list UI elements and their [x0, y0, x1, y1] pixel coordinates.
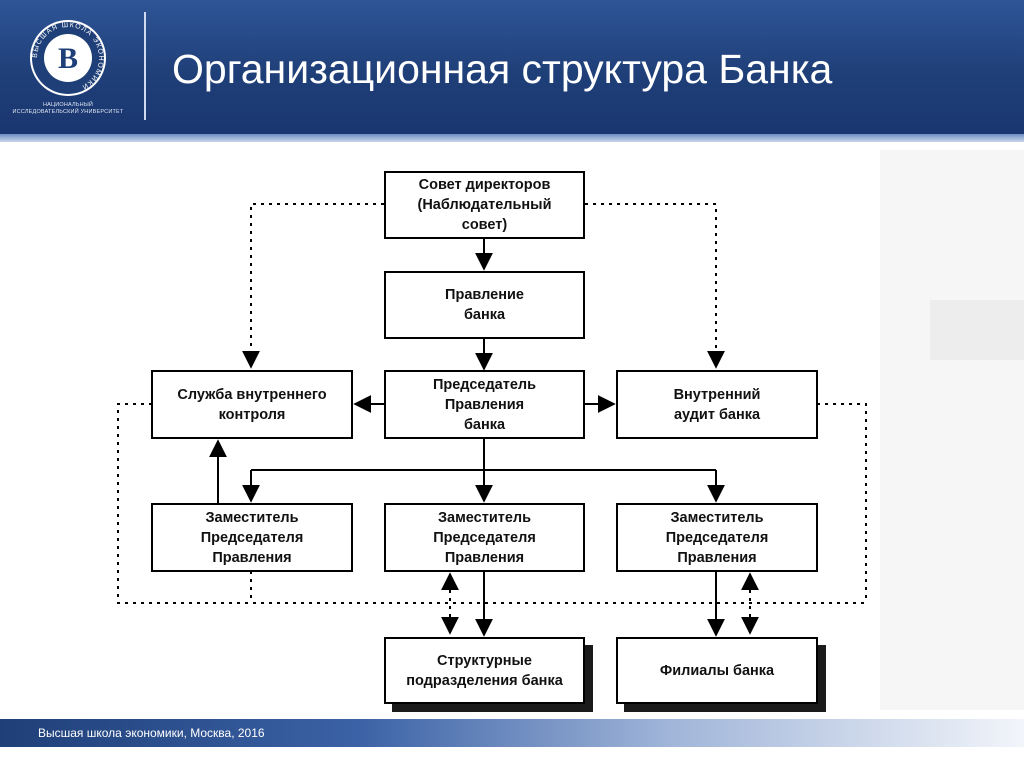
chairman-box: Председатель Правления банка [384, 370, 585, 439]
hse-logo-icon: ВЫСШАЯ ШКОЛА ЭКОНОМИКИ В [30, 20, 106, 96]
footer-text: Высшая школа экономики, Москва, 2016 [38, 726, 265, 740]
svg-text:В: В [58, 42, 78, 75]
dotted-control-bottom [117, 403, 866, 604]
background-decoration [880, 150, 1024, 710]
board-of-directors-box: Совет директоров (Наблюдательный совет) [384, 171, 585, 239]
deputy-right-box: Заместитель Председателя Правления [616, 503, 818, 572]
dotted-board-audit [585, 203, 725, 369]
internal-control-box: Служба внутреннего контроля [151, 370, 353, 439]
deputy-left-box: Заместитель Председателя Правления [151, 503, 353, 572]
background-decoration [930, 300, 1024, 360]
branches-box: Филиалы банка [616, 637, 818, 704]
deputy-center-box: Заместитель Председателя Правления [384, 503, 585, 572]
dotted-audit-bottom [817, 403, 867, 603]
page-title: Организационная структура Банка [172, 46, 833, 92]
structural-divisions-box: Структурные подразделения банка [384, 637, 585, 704]
header-divider [144, 12, 146, 120]
dotted-board-control [242, 203, 384, 369]
logo-caption: НАЦИОНАЛЬНЫЙ ИССЛЕДОВАТЕЛЬСКИЙ УНИВЕРСИТ… [12, 102, 124, 115]
internal-audit-box: Внутренний аудит банка [616, 370, 818, 439]
header-bar [0, 0, 1024, 134]
header-underline [0, 134, 1024, 142]
footer-bar [0, 719, 1024, 747]
management-board-box: Правление банка [384, 271, 585, 339]
